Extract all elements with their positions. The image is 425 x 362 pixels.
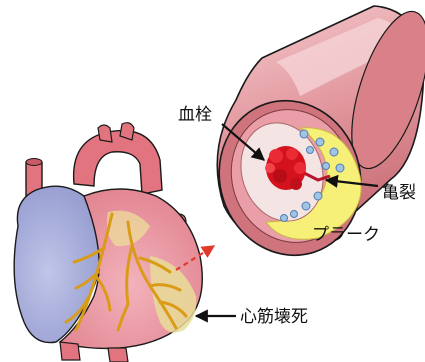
aorta: [74, 131, 162, 194]
label-thrombus: 血栓: [178, 105, 212, 125]
label-infarction: 心筋壊死: [240, 307, 308, 327]
label-plaque: プラーク: [312, 225, 380, 245]
label-fissure: 亀裂: [382, 183, 416, 203]
heart: [14, 123, 202, 362]
